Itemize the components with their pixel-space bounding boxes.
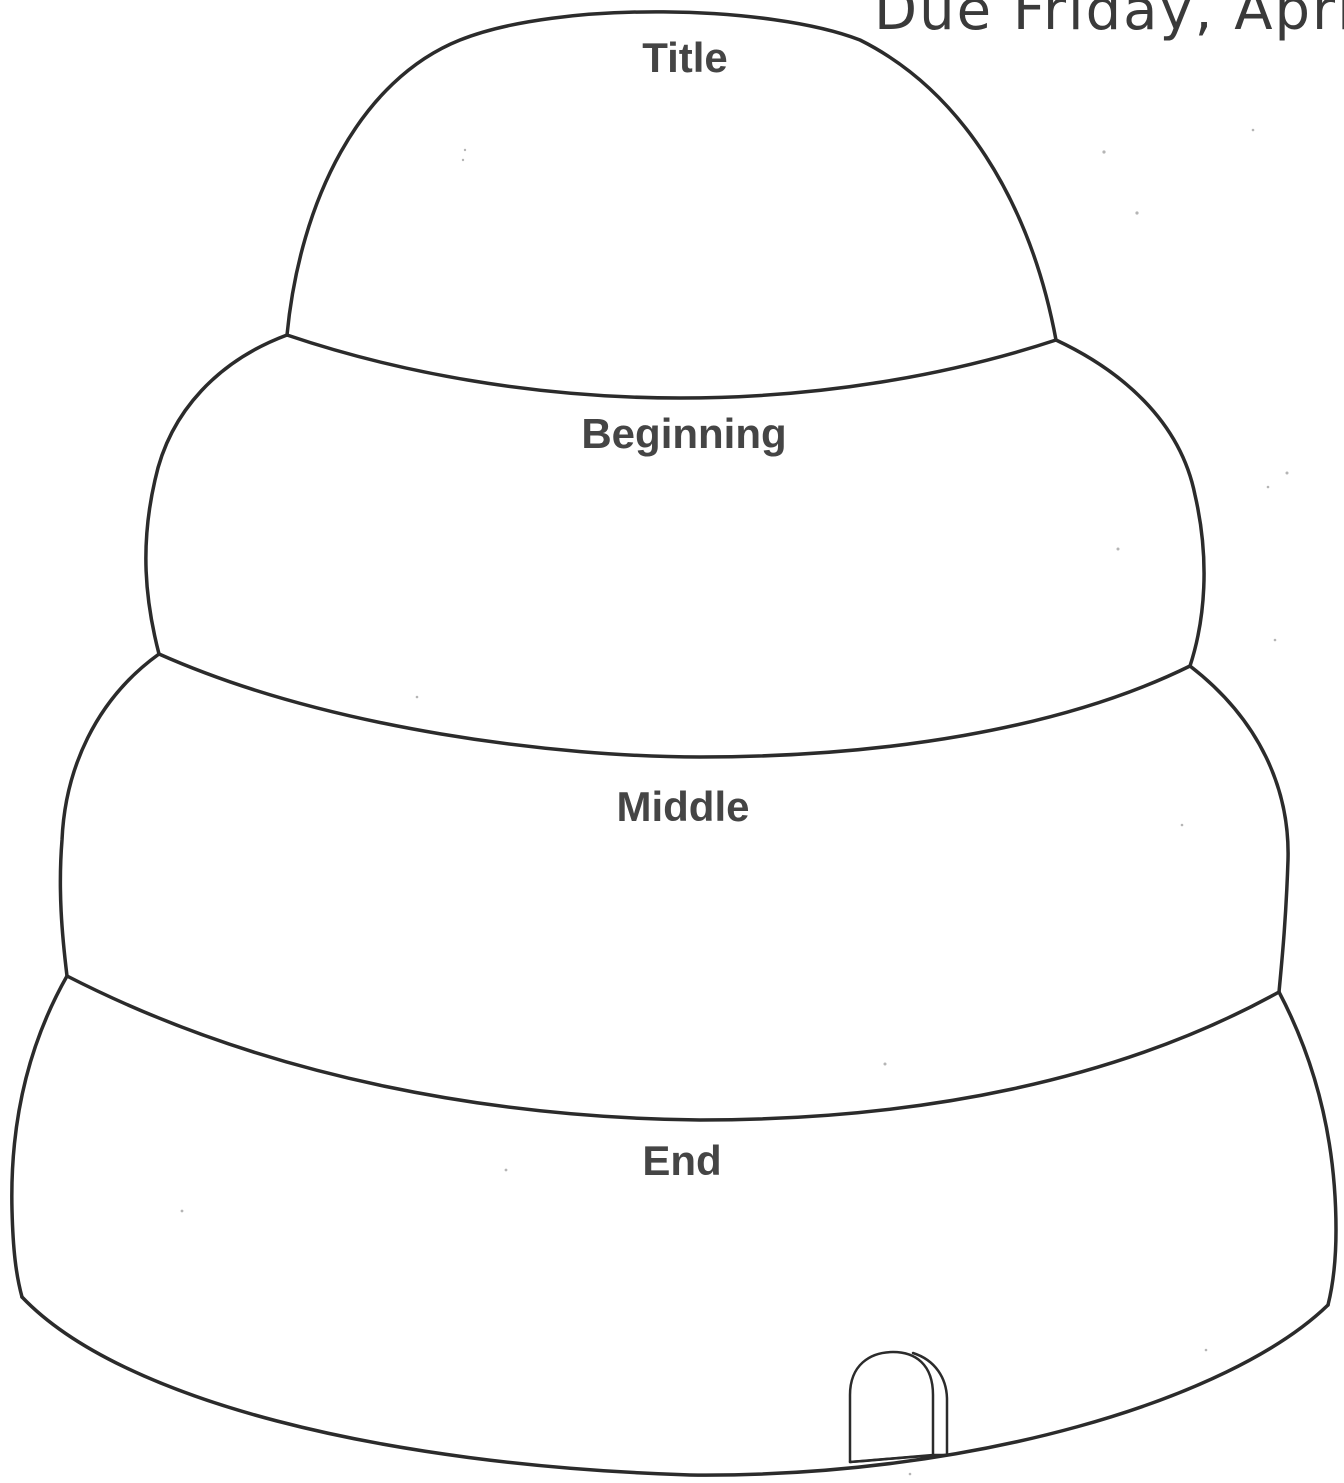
hive-band-end-right [1279, 992, 1336, 1305]
hive-band-beginning-left [146, 335, 287, 654]
divider-beginning-middle [159, 654, 1190, 757]
section-label-title: Title [642, 34, 728, 81]
hive-band-middle-right [1190, 666, 1288, 992]
section-label-beginning: Beginning [581, 410, 786, 457]
hive-base [22, 1297, 1328, 1475]
hive-door-icon [850, 1352, 947, 1462]
hive-band-end-left [12, 976, 67, 1297]
section-label-end: End [642, 1137, 721, 1184]
divider-title-beginning [287, 335, 1056, 398]
section-label-middle: Middle [617, 783, 750, 830]
hive-band-middle-left [60, 654, 159, 976]
divider-middle-end [67, 976, 1279, 1120]
hive-band-beginning-right [1056, 340, 1204, 666]
